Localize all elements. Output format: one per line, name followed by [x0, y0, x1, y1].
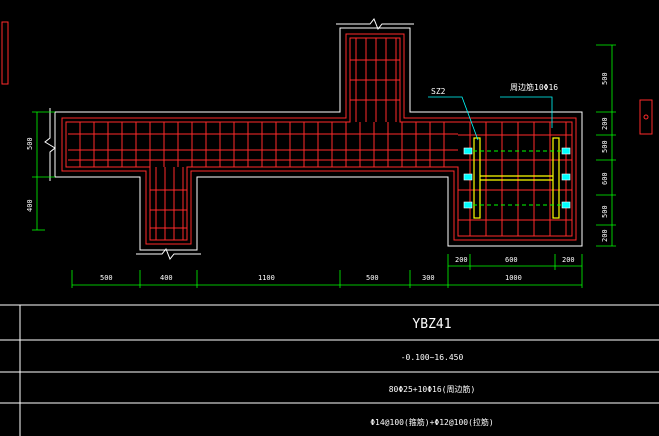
dim-right-600: 600: [505, 256, 518, 264]
dim-300: 300: [422, 274, 435, 282]
dim-left-500: 500: [26, 137, 34, 150]
title-elevation: -0.100~16.450: [401, 353, 464, 362]
dimension-text-right: 500 200 500 600 500 200: [601, 72, 609, 242]
green-dashed-ties: [466, 150, 568, 206]
rebar-layout: [61, 33, 577, 245]
break-mark-top: [336, 18, 414, 30]
dim-right-500-a: 500: [601, 72, 609, 85]
break-mark-bottom: [136, 248, 201, 260]
dim-right-200-b: 200: [562, 256, 575, 264]
rebar-ties: [79, 38, 567, 240]
title-block: [0, 304, 659, 436]
dim-right-200-b: 200: [601, 229, 609, 242]
dim-left-400: 400: [26, 199, 34, 212]
dim-right-200-a: 200: [601, 117, 609, 130]
dim-right-500-c: 500: [601, 205, 609, 218]
title-longitudinal-rebar: 80Φ25+10Φ16(周边筋): [389, 384, 476, 394]
title-ybz41: YBZ41: [412, 317, 451, 332]
dim-total-1000: 1000: [505, 274, 522, 282]
dim-500-b: 500: [366, 274, 379, 282]
title-stirrups: Φ14@100(箍筋)+Φ12@100(拉筋): [370, 417, 494, 427]
dimension-lines: [32, 44, 616, 288]
section-symbol-right: [639, 99, 653, 135]
steel-member-sz2: [473, 137, 560, 219]
dim-500-a: 500: [100, 274, 113, 282]
leader-lines: [428, 96, 553, 141]
dim-right-500-b: 500: [601, 140, 609, 153]
dimension-text-bottom: 500 400 1100 500 300 200 600 200 1000: [100, 256, 575, 282]
edge-marker-left: [1, 21, 9, 85]
label-sz2: SZ2: [431, 87, 446, 96]
dimension-text-left: 500 400: [26, 137, 34, 212]
dim-400: 400: [160, 274, 173, 282]
dim-1100: 1100: [258, 274, 275, 282]
wall-outline: [54, 27, 583, 251]
dim-right-600: 600: [601, 172, 609, 185]
break-mark-left: [44, 108, 56, 181]
dim-right-200-a: 200: [455, 256, 468, 264]
rebar-connectors: [463, 147, 571, 209]
label-clamp-rebar: 周边筋10Φ16: [510, 82, 558, 92]
